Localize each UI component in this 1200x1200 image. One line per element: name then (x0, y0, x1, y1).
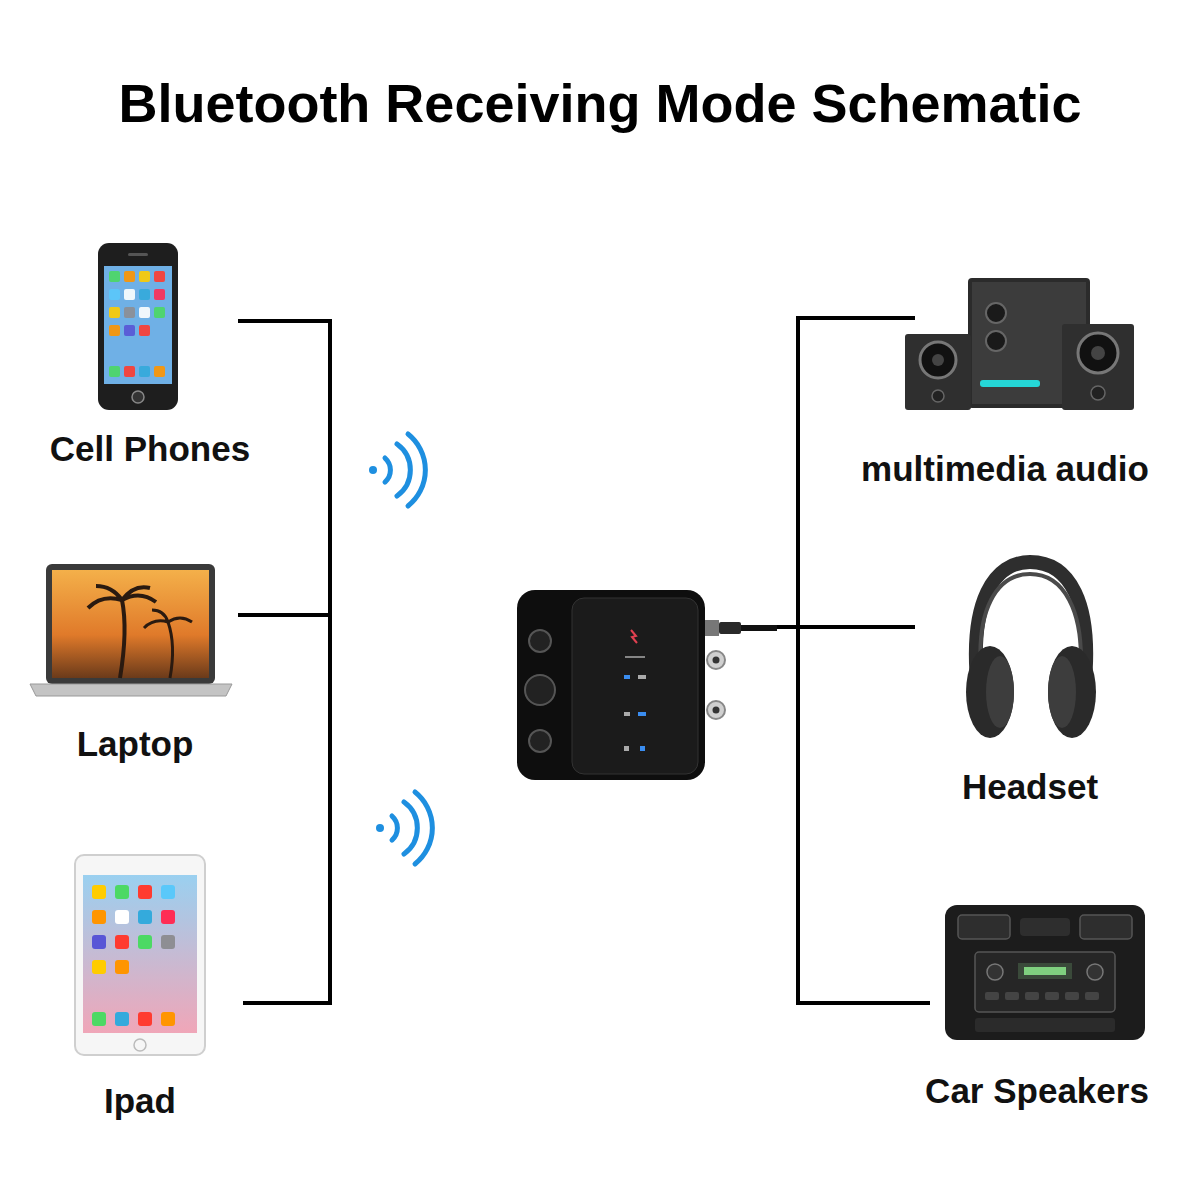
device-label: Ipad (104, 1080, 176, 1122)
car-audio-illustration (945, 905, 1145, 1040)
input-wires (238, 319, 332, 1005)
wireless-icon (376, 792, 432, 864)
device-node: multimedia audio (830, 270, 1180, 490)
device-label: Car Speakers (925, 1070, 1149, 1112)
device-node: Headset (900, 550, 1160, 808)
wireless-icon (369, 434, 425, 506)
device-node: Car Speakers (880, 895, 1194, 1112)
tablet-illustration (75, 855, 205, 1055)
device-node: Ipad (40, 845, 240, 1122)
headset-illustration (966, 562, 1096, 738)
device-label: Cell Phones (50, 428, 250, 470)
device-node: Laptop (15, 555, 255, 765)
output-wires (775, 316, 930, 1005)
diagram-title: Bluetooth Receiving Mode Schematic (0, 68, 1200, 138)
laptop-illustration (30, 564, 232, 696)
device-label: Headset (962, 766, 1098, 808)
device-label: multimedia audio (861, 448, 1149, 490)
phone-illustration (98, 243, 178, 410)
receiver-device (517, 590, 777, 780)
device-label: Laptop (77, 723, 194, 765)
device-node: Cell Phones (20, 235, 280, 470)
speaker-illustration (905, 278, 1134, 410)
